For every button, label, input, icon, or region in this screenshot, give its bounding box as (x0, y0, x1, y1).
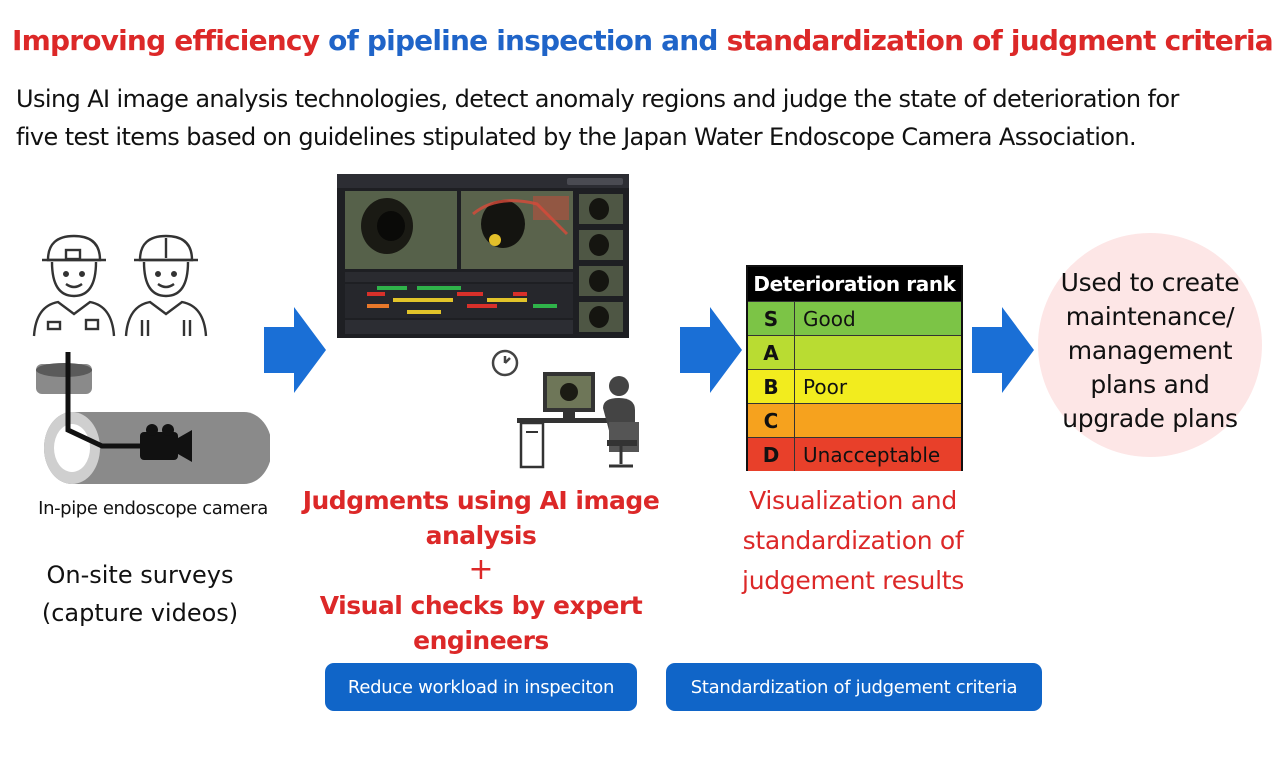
worker-icon (32, 234, 116, 337)
rank-description (795, 404, 961, 437)
rank-letter: A (748, 336, 795, 369)
standardization-badge: Standardization of judgement criteria (666, 663, 1042, 711)
flow-arrow-icon (680, 307, 742, 393)
clock-icon (491, 349, 519, 377)
rank-row-c: C (748, 403, 961, 437)
visualization-label: Visualization and standardization of jud… (722, 481, 984, 601)
subtitle-line-1: Using AI image analysis technologies, de… (16, 85, 1179, 113)
rank-letter: D (748, 438, 795, 471)
deterioration-rank-table: Deterioration rank S Good A B Poor C D U… (746, 265, 963, 471)
camera-icon (140, 424, 192, 462)
rank-letter: C (748, 404, 795, 437)
outcome-line-1: Used to create (1060, 268, 1240, 297)
onsite-line-1: On-site surveys (46, 561, 234, 589)
ai-judgment-line-1: Judgments using AI image (302, 486, 660, 515)
title-part-pipeline: of pipeline inspection and (319, 24, 727, 57)
visual-check-label: Visual checks by expert engineers (292, 588, 670, 658)
rank-row-s: S Good (748, 301, 961, 335)
outcome-line-5: upgrade plans (1062, 404, 1238, 433)
page-subtitle: Using AI image analysis technologies, de… (16, 80, 1266, 156)
reduce-workload-badge: Reduce workload in inspeciton (325, 663, 637, 711)
rank-letter: B (748, 370, 795, 403)
visual-check-line-1: Visual checks by expert (319, 591, 643, 620)
visual-check-line-2: engineers (413, 626, 549, 655)
workers-icon (32, 234, 208, 337)
rank-description: Unacceptable (803, 442, 941, 467)
worker-icon (124, 234, 208, 337)
visualization-line-3: judgement results (742, 566, 964, 595)
outcome-line-3: management (1067, 336, 1233, 365)
plus-sign: + (468, 552, 494, 587)
page-title: Improving efficiency of pipeline inspect… (12, 24, 1274, 57)
rank-row-a: A (748, 335, 961, 369)
onsite-line-2: (capture videos) (41, 599, 239, 627)
outcome-line-4: plans and (1090, 370, 1210, 399)
title-part-efficiency: Improving efficiency (12, 24, 320, 57)
rank-letter: S (748, 302, 795, 335)
rank-description (795, 336, 961, 369)
visualization-line-1: Visualization and (749, 486, 957, 515)
subtitle-line-2: five test items based on guidelines stip… (16, 123, 1137, 151)
outcome-circle (1038, 233, 1262, 457)
outcome-label: Used to create maintenance/ management p… (1040, 266, 1260, 436)
ai-judgment-label: Judgments using AI image analysis (292, 483, 670, 553)
rank-description: Good (803, 306, 856, 331)
rank-description: Poor (803, 374, 848, 399)
outcome-line-2: maintenance/ (1065, 302, 1235, 331)
title-part-standardization: standardization of judgment criteria (726, 24, 1274, 57)
onsite-surveys-label: On-site surveys (capture videos) (20, 556, 260, 632)
engineer-at-desk-icon (517, 372, 639, 469)
camera-cable (65, 352, 140, 449)
rank-table-header: Deterioration rank (748, 267, 961, 301)
software-screenshot (337, 174, 629, 338)
pipe-camera-icon (36, 352, 270, 484)
rank-row-d: D Unacceptable (748, 437, 961, 471)
flow-arrow-icon (972, 307, 1034, 393)
visualization-line-2: standardization of (742, 526, 964, 555)
camera-caption: In-pipe endoscope camera (38, 498, 268, 519)
ai-judgment-line-2: analysis (425, 521, 537, 550)
rank-row-b: B Poor (748, 369, 961, 403)
flow-arrow-icon (264, 307, 326, 393)
